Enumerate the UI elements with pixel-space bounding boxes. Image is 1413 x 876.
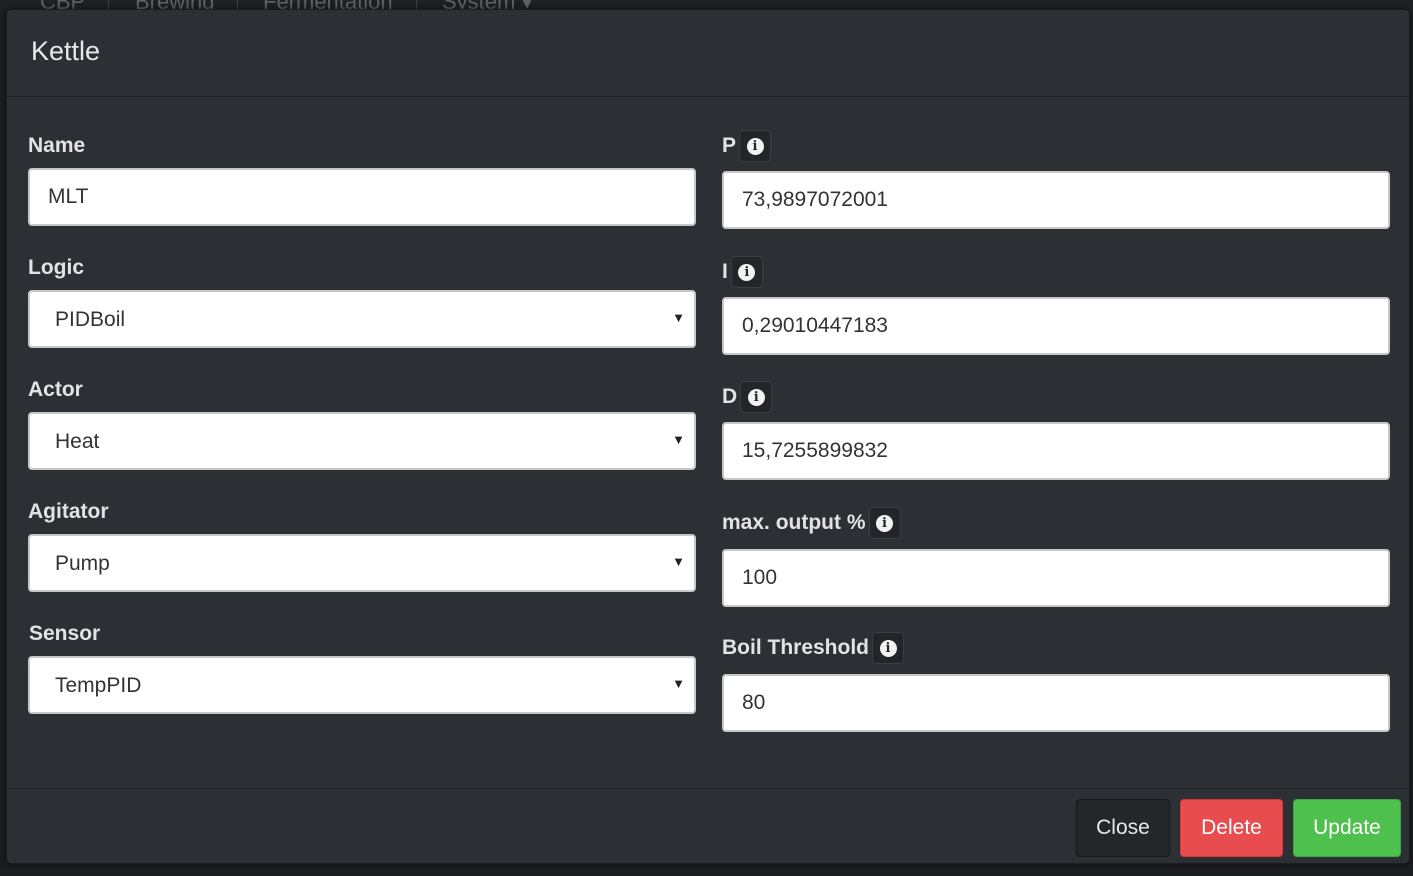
d-label-row: D i [722,381,773,413]
nav-divider [416,0,417,14]
p-input[interactable] [722,171,1390,229]
p-label-row: P i [722,130,772,162]
max-output-input[interactable] [722,549,1390,607]
modal-header: Kettle [7,10,1409,97]
caret-down-icon: ▼ [672,310,685,325]
info-icon: i [879,639,897,657]
name-label: Name [28,134,86,157]
actor-select[interactable]: Heat ▼ [28,412,696,470]
info-icon: i [746,137,764,155]
info-icon: i [747,388,765,406]
d-info-button[interactable]: i [740,381,773,413]
boil-threshold-input[interactable] [722,674,1390,732]
sensor-select[interactable]: TempPID ▼ [28,656,696,714]
nav-divider [237,0,238,14]
logic-select-value: PIDBoil [55,308,126,331]
logic-select[interactable]: PIDBoil ▼ [28,290,696,348]
boil-threshold-label: Boil Threshold [722,636,869,659]
boil-threshold-info-button[interactable]: i [872,632,904,664]
max-output-label: max. output % [722,511,866,534]
p-label: P [722,134,737,157]
i-input[interactable] [722,297,1390,355]
modal-title: Kettle [31,36,101,66]
logic-label: Logic [28,256,84,279]
caret-down-icon: ▼ [672,432,685,447]
i-label-row: I i [722,256,763,288]
sensor-label: Sensor [29,622,101,645]
i-label: I [722,260,728,283]
sensor-select-value: TempPID [55,674,142,697]
kettle-modal: Kettle Name Logic PIDBoil ▼ Actor Heat ▼… [6,9,1410,864]
delete-button[interactable]: Delete [1180,799,1283,857]
max-output-info-button[interactable]: i [868,507,901,539]
info-icon: i [876,514,894,532]
info-icon: i [738,263,756,281]
update-button[interactable]: Update [1293,799,1401,857]
actor-label: Actor [28,378,83,401]
caret-down-icon: ▼ [672,554,685,569]
name-input[interactable] [28,168,696,226]
max-output-label-row: max. output % i [722,507,901,539]
d-input[interactable] [722,422,1390,480]
p-info-button[interactable]: i [739,130,772,162]
agitator-select[interactable]: Pump ▼ [28,534,696,592]
close-button[interactable]: Close [1076,799,1170,857]
i-info-button[interactable]: i [730,256,763,288]
boil-threshold-label-row: Boil Threshold i [722,632,904,664]
actor-select-value: Heat [55,430,100,453]
nav-divider [108,0,109,14]
d-label: D [722,385,738,408]
caret-down-icon: ▼ [672,676,685,691]
modal-footer: Close Delete Update [7,788,1409,865]
agitator-select-value: Pump [55,552,110,575]
agitator-label: Agitator [28,500,109,523]
